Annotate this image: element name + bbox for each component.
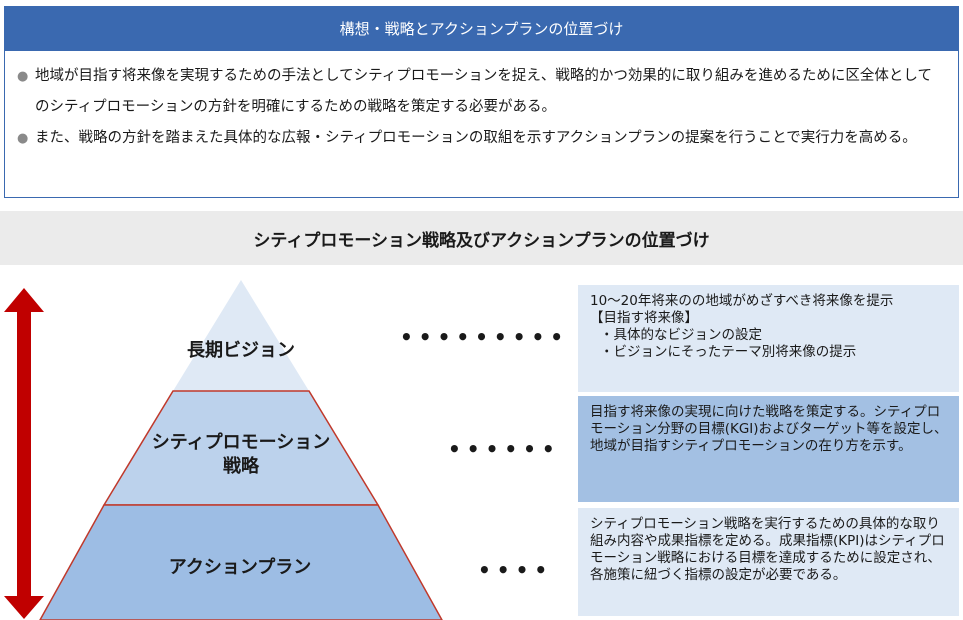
- pyramid-svg: [4, 280, 443, 620]
- double-arrow-icon: [4, 288, 44, 619]
- bullet-icon: ●: [17, 69, 29, 84]
- info-vision-line1: 10～20年将来のの地域がめざすべき将来像を提示: [590, 293, 894, 309]
- bullet-icon: ●: [17, 131, 29, 146]
- info-strategy-text: 目指す将来像の実現に向けた戦略を策定する。シティプロモーション分野の目標(KGI…: [590, 404, 948, 454]
- header-bar: 構想・戦略とアクションプランの位置づけ: [4, 6, 959, 50]
- level-label-strategy-line2: 戦略: [223, 456, 259, 477]
- info-vision-line3: ・具体的なビジョンの設定: [600, 327, 762, 343]
- info-box-action-plan: シティプロモーション戦略を実行するための具体的な取り組み内容や成果指標を定める。…: [578, 508, 959, 616]
- description-box: ● 地域が目指す将来像を実現するための手法としてシティプロモーションを捉え、戦略…: [4, 50, 959, 198]
- connector-dots-3: ••••: [478, 558, 554, 582]
- info-vision-line4: ・ビジョンにそったテーマ別将来像の提示: [600, 344, 857, 360]
- info-box-vision: 10～20年将来のの地域がめざすべき将来像を提示 【目指す将来像】 ・具体的なビ…: [578, 285, 959, 392]
- section-title: シティプロモーション戦略及びアクションプランの位置づけ: [0, 211, 963, 265]
- level-label-action-plan: アクションプラン: [168, 557, 312, 578]
- pyramid-diagram: 長期ビジョン シティプロモーション 戦略 アクションプラン ••••••••• …: [0, 270, 963, 620]
- bullet-text: 地域が目指す将来像を実現するための手法としてシティプロモーションを捉え、戦略的か…: [35, 68, 932, 115]
- connector-dots-1: •••••••••: [400, 325, 570, 349]
- header-title: 構想・戦略とアクションプランの位置づけ: [339, 19, 624, 38]
- bullet-text: また、戦略の方針を踏まえた具体的な広報・シティプロモーションの取組を示すアクショ…: [35, 130, 917, 146]
- info-action-plan-text: シティプロモーション戦略を実行するための具体的な取り組み内容や成果指標を定める。…: [590, 516, 945, 583]
- info-box-strategy: 目指す将来像の実現に向けた戦略を策定する。シティプロモーション分野の目標(KGI…: [578, 396, 959, 502]
- connector-dots-2: ••••••: [448, 437, 561, 461]
- level-label-strategy: シティプロモーション 戦略: [120, 431, 362, 479]
- info-vision-line2: 【目指す将来像】: [590, 310, 698, 326]
- bullet-item: ● 地域が目指す将来像を実現するための手法としてシティプロモーションを捉え、戦略…: [17, 61, 944, 123]
- bullet-item: ● また、戦略の方針を踏まえた具体的な広報・シティプロモーションの取組を示すアク…: [17, 123, 944, 154]
- pyramid-level-bottom: [39, 504, 443, 620]
- level-label-vision: 長期ビジョン: [187, 340, 295, 361]
- level-label-strategy-line1: シティプロモーション: [151, 432, 331, 453]
- pyramid-level-top: [173, 280, 309, 391]
- section-title-text: シティプロモーション戦略及びアクションプランの位置づけ: [253, 230, 710, 251]
